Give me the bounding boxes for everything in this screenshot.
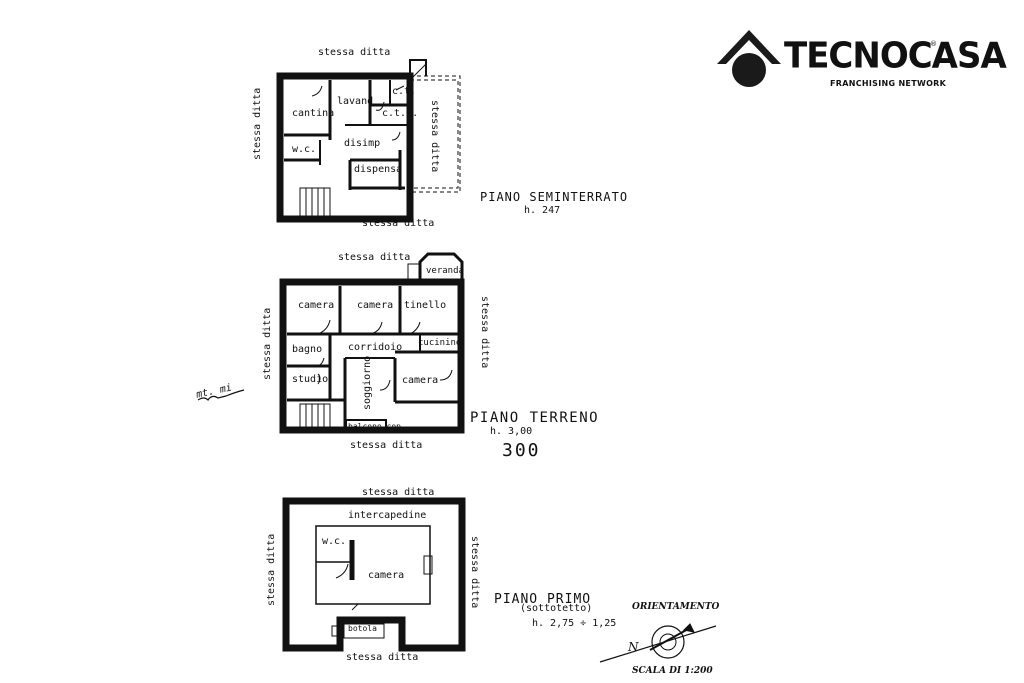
compass-rose (599, 623, 717, 663)
basement-ctc: c.t.c. (382, 108, 419, 119)
ground-studio: studio (292, 374, 329, 385)
basement-wc: w.c. (292, 144, 317, 155)
ground-left-neighbor: stessa ditta (262, 307, 273, 380)
brand-tagline: FRANCHISING NETWORK (830, 79, 947, 88)
ground-cucinino: cucinino (418, 338, 462, 348)
ground-bottom-neighbor: stessa ditta (350, 440, 423, 451)
basement-height: h. 247 (524, 205, 561, 216)
basement-plan (276, 59, 461, 223)
ground-handwritten-number: 300 (502, 440, 541, 461)
ground-veranda: veranda (426, 266, 464, 276)
basement-disimp: disimp (344, 138, 381, 149)
basement-cantina: cantina (292, 108, 335, 119)
brand-name: TECNOCASA (784, 35, 1007, 77)
first-intercapedine: intercapedine (348, 510, 427, 521)
first-wc: w.c. (322, 536, 347, 547)
basement-dispensa: dispensa (354, 164, 403, 175)
ground-plan (197, 252, 465, 434)
first-left-neighbor: stessa ditta (266, 533, 277, 606)
basement-ct: c.t. (392, 86, 417, 97)
basement-right-neighbor: stessa ditta (429, 100, 440, 173)
first-title: PIANO PRIMO (494, 592, 592, 607)
first-bottom-neighbor: stessa ditta (346, 652, 419, 663)
first-top-neighbor: stessa ditta (362, 487, 435, 498)
first-right-neighbor: stessa ditta (469, 536, 480, 609)
basement-title: PIANO SEMINTERRATO (480, 190, 629, 204)
basement-top-neighbor: stessa ditta (318, 47, 391, 58)
ground-title: PIANO TERRENO (470, 410, 600, 426)
first-plan (282, 497, 466, 652)
basement-bottom-neighbor: stessa ditta (362, 218, 435, 229)
ground-height: h. 3,00 (490, 426, 533, 437)
first-camera: camera (368, 570, 405, 581)
basement-lavand: lavand (337, 96, 374, 107)
orientation-label: ORIENTAMENTO (632, 602, 720, 612)
ground-bagno: bagno (292, 344, 323, 355)
first-subtitle: (sottotetto) (520, 603, 593, 614)
logo-house-icon (717, 30, 781, 87)
ground-soggiorno: soggiorno (362, 355, 373, 410)
basement-left-neighbor: stessa ditta (252, 87, 263, 160)
first-botola: botola (348, 624, 377, 633)
ground-top-neighbor: stessa ditta (338, 252, 411, 263)
ground-tinello: tinello (404, 300, 447, 311)
ground-balcone: balcone cop. (348, 422, 406, 431)
compass-north-label: N (628, 640, 639, 654)
ground-right-neighbor: stessa ditta (479, 296, 490, 369)
ground-camera-2: camera (357, 300, 394, 311)
ground-camera-1: camera (298, 300, 335, 311)
ground-camera-3: camera (402, 375, 439, 386)
ground-corridoio: corridoio (348, 342, 403, 353)
scale-label: SCALA DI 1:200 (632, 666, 713, 676)
registered-mark: ® (930, 40, 937, 48)
first-height: h. 2,75 ÷ 1,25 (532, 618, 617, 629)
